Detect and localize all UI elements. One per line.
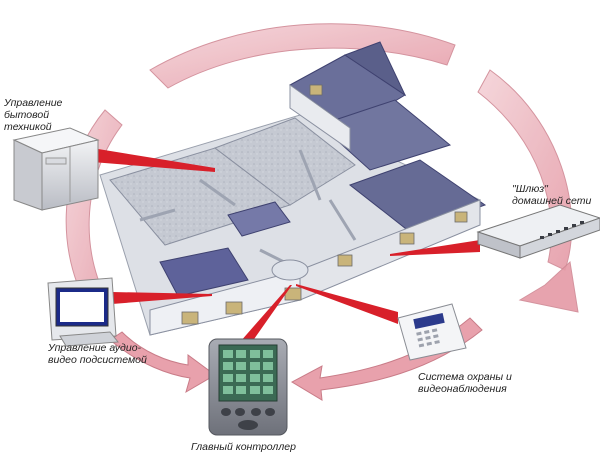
- bedroom-left: [159, 247, 249, 297]
- label-security: Система охраны и видеонаблюдения: [418, 371, 512, 395]
- pointer-wedges: [92, 148, 480, 342]
- label-controller: Главный контроллер: [191, 441, 296, 453]
- house-model: [99, 41, 487, 336]
- label-gateway: "Шлюз" домашней сети: [512, 183, 592, 207]
- pointer-av: [112, 292, 212, 304]
- center-floor: [213, 117, 356, 206]
- wall-tower: [289, 84, 351, 151]
- pointer-gateway: [390, 240, 480, 256]
- touch-panel-icon: [208, 338, 288, 436]
- monitor-icon: [47, 277, 119, 347]
- windows: [181, 84, 468, 325]
- arrow-top: [149, 23, 456, 89]
- inner-walls: [139, 149, 357, 272]
- glass-room: [271, 259, 309, 281]
- security-keypad-icon: [397, 303, 467, 361]
- roof-tower: [343, 41, 407, 97]
- pointer-appliances: [92, 148, 215, 172]
- arrow-right-head: [518, 261, 579, 313]
- label-av: Управление аудио- видео подсистемой: [48, 342, 147, 366]
- pointer-security: [296, 284, 398, 324]
- arrow-right: [477, 69, 573, 271]
- washing-machine-icon: [12, 127, 100, 211]
- bedroom-mid: [227, 201, 291, 237]
- label-appliances: Управление бытовой техникой: [4, 97, 63, 133]
- pointer-controller: [240, 285, 292, 342]
- roof-mid: [319, 99, 452, 171]
- network-switch-icon: [476, 204, 600, 259]
